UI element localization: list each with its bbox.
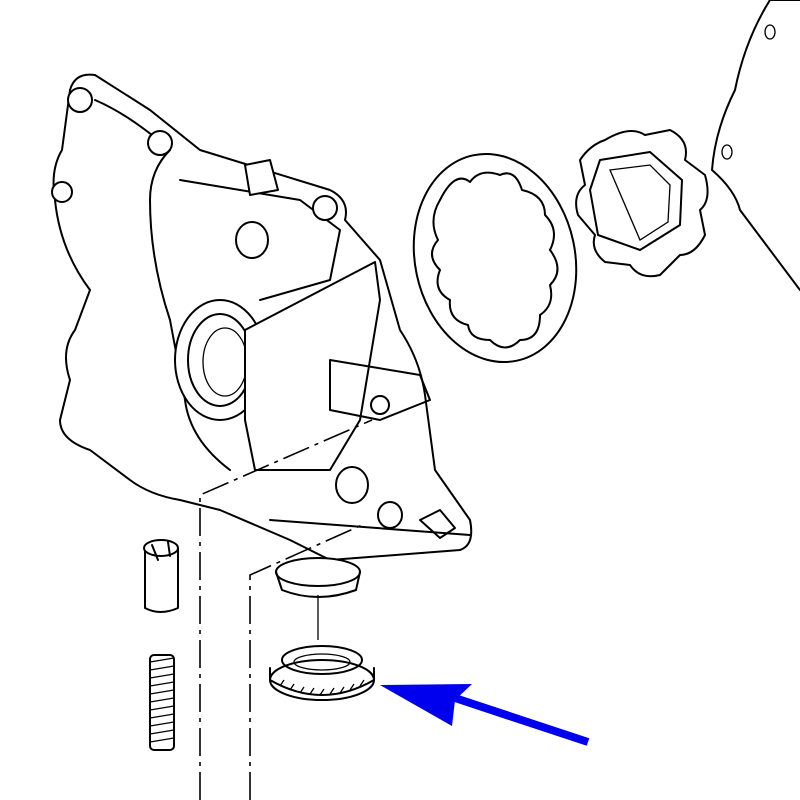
relief-valve-spring: [149, 654, 175, 751]
o-ring-seal: [269, 645, 375, 701]
outer-rotor: [412, 152, 578, 364]
relief-valve-pin: [143, 539, 179, 613]
inner-gear: [575, 129, 709, 278]
arrow-icon: [380, 684, 590, 746]
cover-plate: [711, 0, 800, 291]
alignment-lines: [199, 419, 373, 800]
pump-housing: [51, 73, 473, 598]
